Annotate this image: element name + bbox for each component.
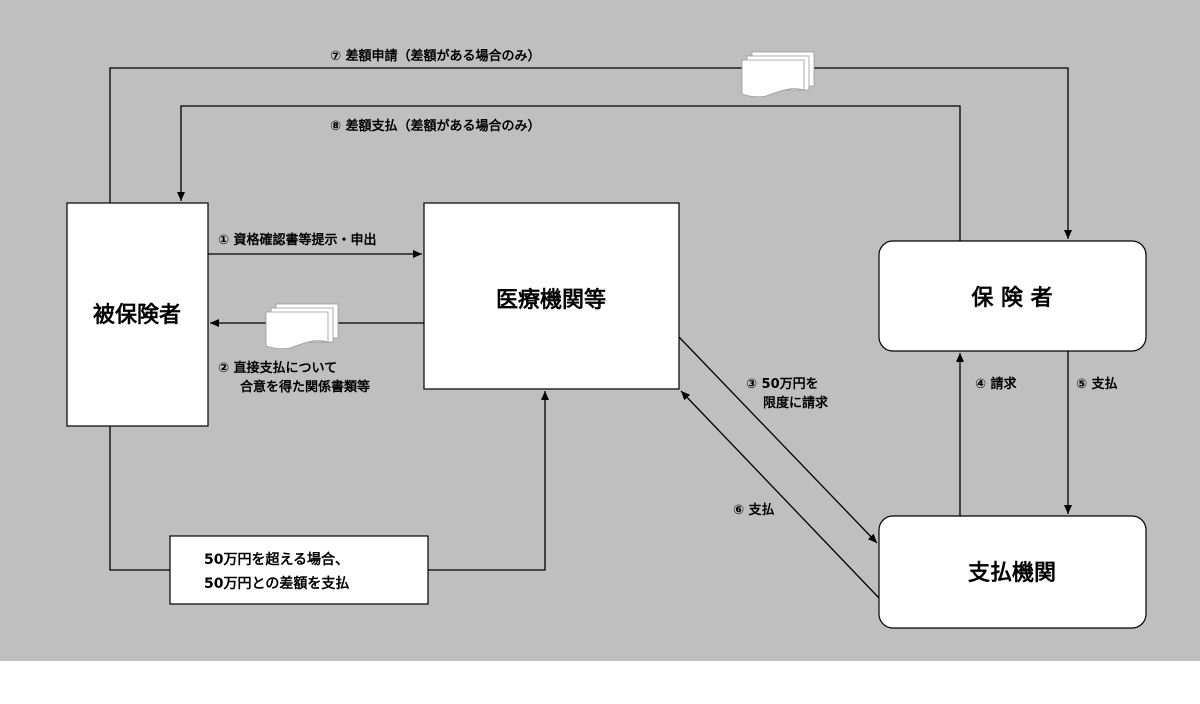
label-consent-documents-2: 合意を得た関係書類等: [240, 379, 370, 395]
arrow-claim-to-payment-org: [678, 336, 878, 544]
label-claim-1: ③ 50万円を: [746, 377, 819, 392]
label-claim-2: 限度に請求: [763, 395, 829, 411]
node-insurer-label: 保 険 者: [970, 286, 1052, 311]
document-icon: [265, 303, 339, 350]
node-insured: [66, 202, 209, 427]
node-payment-organization: [878, 515, 1147, 629]
label-diff-payment: ⑧ 差額支払（差額がある場合のみ）: [330, 118, 541, 134]
label-payment-6: ⑥ 支払: [733, 502, 775, 518]
node-medical-label: 医療機関等: [496, 287, 606, 313]
note-line-2: 50万円との差額を支払: [204, 575, 349, 592]
note-line-1: 50万円を超える場合、: [204, 551, 349, 568]
node-insurer: [878, 240, 1147, 352]
arrow-note-to-medical: [428, 391, 549, 571]
label-diff-application: ⑦ 差額申請（差額がある場合のみ）: [330, 48, 541, 64]
node-payment-org-label: 支払機関: [968, 561, 1056, 586]
node-difference-note: [169, 535, 429, 605]
label-consent-documents-1: ② 直接支払について: [218, 360, 337, 376]
arrow-diff-application: [109, 67, 1072, 239]
label-payment-5: ⑤ 支払: [1076, 376, 1118, 392]
arrow-payment-to-medical: [680, 390, 880, 599]
document-icon: [741, 51, 815, 98]
label-present-certificate: ① 資格確認書等提示・申出: [218, 232, 377, 248]
node-insured-label: 被保険者: [93, 303, 181, 328]
line-insured-to-note: [109, 426, 170, 571]
node-medical-institution: [423, 202, 680, 390]
arrow-diff-payment: [177, 105, 961, 241]
label-request: ④ 請求: [975, 376, 1018, 392]
